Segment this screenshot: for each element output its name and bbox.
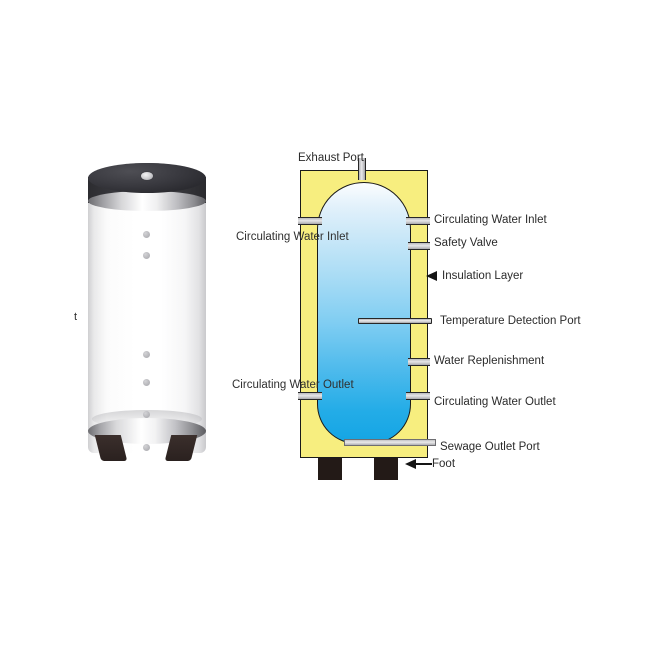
temperature-detection-probe: [358, 318, 432, 324]
tank-3d-port-dot: [143, 379, 150, 386]
label-circulating-water-outlet-left: Circulating Water Outlet: [232, 379, 354, 391]
tank-3d-port-dot: [143, 411, 150, 418]
label-circulating-water-inlet-left: Circulating Water Inlet: [236, 231, 349, 243]
tank-3d-body: [88, 185, 206, 453]
tank-3d-side-label: t: [74, 311, 78, 323]
tank-3d-top-port-icon: [141, 172, 153, 180]
label-sewage-outlet-port: Sewage Outlet Port: [440, 441, 540, 453]
tank-3d-foot-right: [164, 435, 198, 461]
tank-3d-port-dot: [143, 444, 150, 451]
sewage-outlet-bar: [344, 439, 436, 446]
label-foot: Foot: [432, 458, 456, 470]
exhaust-port-nozzle: [358, 158, 366, 180]
tank-cross-section: [298, 158, 436, 480]
foot-arrow-icon: [405, 459, 416, 469]
cross-section-foot-left: [318, 458, 342, 480]
safety-valve-nozzle: [408, 242, 430, 250]
label-water-replenishment: Water Replenishment: [434, 355, 545, 367]
label-circulating-water-inlet-right: Circulating Water Inlet: [434, 214, 547, 226]
circulating-water-outlet-nozzle-right: [406, 392, 430, 400]
foot-arrow-tail: [416, 463, 432, 465]
circulating-water-inlet-nozzle-right: [406, 217, 430, 225]
insulation-layer-arrow-icon: [426, 271, 437, 281]
label-safety-valve: Safety Valve: [434, 237, 498, 249]
tank-3d-top-rim: [88, 191, 206, 211]
label-temperature-detection-port: Temperature Detection Port: [440, 315, 581, 327]
tank-3d-illustration: [88, 163, 206, 463]
circulating-water-inlet-nozzle-left: [298, 217, 322, 225]
cross-section-foot-right: [374, 458, 398, 480]
circulating-water-outlet-nozzle-left: [298, 392, 322, 400]
water-replenishment-nozzle: [408, 358, 430, 366]
label-insulation-layer: Insulation Layer: [442, 270, 524, 282]
tank-3d-port-dot: [143, 351, 150, 358]
tank-3d-port-dot: [143, 231, 150, 238]
tank-3d-port-dot: [143, 252, 150, 259]
water-vessel-shape: [317, 182, 411, 444]
label-circulating-water-outlet-right: Circulating Water Outlet: [434, 396, 556, 408]
label-exhaust-port: Exhaust Port: [298, 152, 364, 164]
